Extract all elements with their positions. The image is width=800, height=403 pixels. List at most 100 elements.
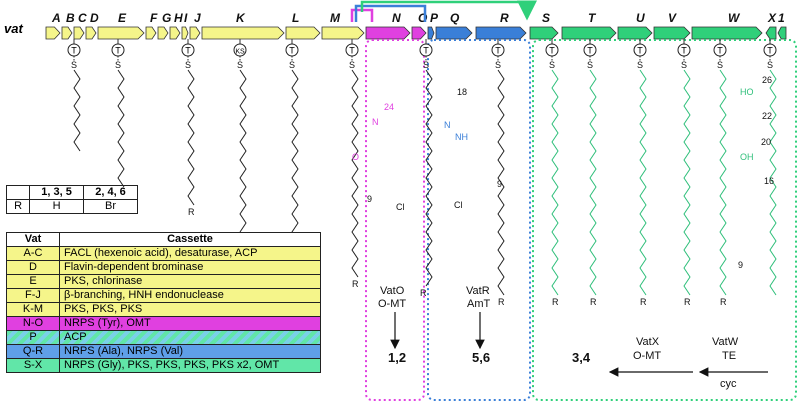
cassette-vat-cell: N-O (6, 316, 60, 331)
carrier-label: T (185, 46, 191, 56)
gene-arrow (561, 26, 617, 40)
carrier-label: KS (235, 49, 245, 56)
gene-arrow (435, 26, 473, 40)
gene-label: M (330, 11, 341, 25)
gene-arrow (97, 26, 145, 40)
connector-green (360, 0, 537, 21)
gene-label: J (194, 11, 201, 25)
gene-label: O (418, 11, 428, 25)
table-header-row: Vat Cassette (6, 232, 321, 247)
product-56: 5,6 (472, 350, 491, 365)
operon-label: vat (4, 21, 23, 36)
atom-label: 9 (738, 260, 743, 270)
table-cell: H (29, 199, 85, 214)
table-cell (5, 185, 31, 200)
atom-label: O (352, 152, 359, 162)
chain-bond (497, 69, 505, 296)
gene-label: U (636, 11, 645, 25)
atom-label: Cl (454, 200, 463, 210)
cassette-vat-cell: Q-R (6, 344, 60, 359)
gene-label: N (392, 11, 401, 25)
gene-arrow (321, 26, 365, 40)
step-vatw-te: TE (722, 350, 737, 362)
gene-label: C (78, 11, 87, 25)
atom-label: 9 (497, 179, 502, 189)
chain-bond (683, 69, 691, 296)
cassette-vat-cell: F-J (6, 288, 60, 303)
step-vatr-amt: AmT (467, 298, 491, 310)
carrier-label: T (587, 46, 593, 56)
chain-bond (291, 69, 299, 251)
chain-bond (239, 69, 247, 233)
carrier-label: T (71, 46, 77, 56)
atom-label: 9 (367, 194, 372, 204)
connector-blue (354, 4, 427, 22)
gene-arrow (145, 26, 157, 40)
gene-arrow (365, 26, 411, 40)
chain-bond (719, 69, 727, 296)
cassette-desc-cell: FACL (hexenoic acid), desaturase, ACP (59, 246, 321, 261)
atom-label: Cl (396, 202, 405, 212)
gene-label: K (236, 11, 246, 25)
cassette-vat-cell: A-C (6, 246, 60, 261)
atom-label: 22 (762, 111, 772, 121)
cassette-vat-cell: D (6, 260, 60, 275)
gene-arrow (169, 26, 181, 40)
atom-label: R (188, 207, 195, 217)
gene-label: 1 (778, 11, 785, 25)
chain-bond (425, 69, 433, 287)
cassette-desc-cell: NRPS (Gly), PKS, PKS, PKS, PKS x2, OMT (59, 358, 321, 373)
gene-arrow (475, 26, 527, 40)
table-row: R H Br (5, 199, 138, 214)
gene-arrow (411, 26, 427, 40)
chain-bond (187, 69, 195, 206)
atom-label: S (349, 60, 355, 70)
region-box-stwx (532, 39, 797, 401)
gene-label: E (118, 11, 127, 25)
carrier-label: T (495, 46, 501, 56)
atom-label: 26 (762, 75, 772, 85)
cassette-desc-cell: NRPS (Tyr), OMT (59, 316, 321, 331)
gene-label: L (292, 11, 299, 25)
gene-arrow (617, 26, 653, 40)
atom-label: OH (740, 152, 754, 162)
region-box-pqr (427, 39, 531, 401)
gene-arrow (529, 26, 559, 40)
atom-label: S (185, 60, 191, 70)
cassette-vat-cell: P (6, 330, 60, 345)
carrier-label: T (637, 46, 643, 56)
atom-label: HO (740, 87, 754, 97)
gene-arrow (45, 26, 61, 40)
cassette-vat-cell: K-M (6, 302, 60, 317)
atom-label: S (681, 60, 687, 70)
chain-bond (351, 69, 359, 278)
table-header-cell: Cassette (59, 232, 321, 247)
reaction-arrows (390, 312, 768, 377)
atom-label: R (352, 279, 359, 289)
atom-label: S (767, 60, 773, 70)
table-cell: R (5, 199, 31, 214)
cassette-desc-cell: Flavin-dependent brominase (59, 260, 321, 275)
gene-arrow (765, 26, 777, 40)
step-vatx-omt: O-MT (633, 350, 662, 362)
region-box-no (365, 39, 425, 401)
atom-label: 24 (384, 102, 394, 112)
gene-arrow (181, 26, 189, 40)
table-header-cell: Vat (6, 232, 60, 247)
atom-label: S (717, 60, 723, 70)
carrier-label: T (767, 46, 773, 56)
cassette-desc-cell: β-branching, HNH endonuclease (59, 288, 321, 303)
carrier-label: T (549, 46, 555, 56)
atom-label: S (237, 60, 243, 70)
carrier-label: T (349, 46, 355, 56)
gene-arrow (61, 26, 73, 40)
table-cell: 1, 3, 5 (29, 185, 85, 200)
